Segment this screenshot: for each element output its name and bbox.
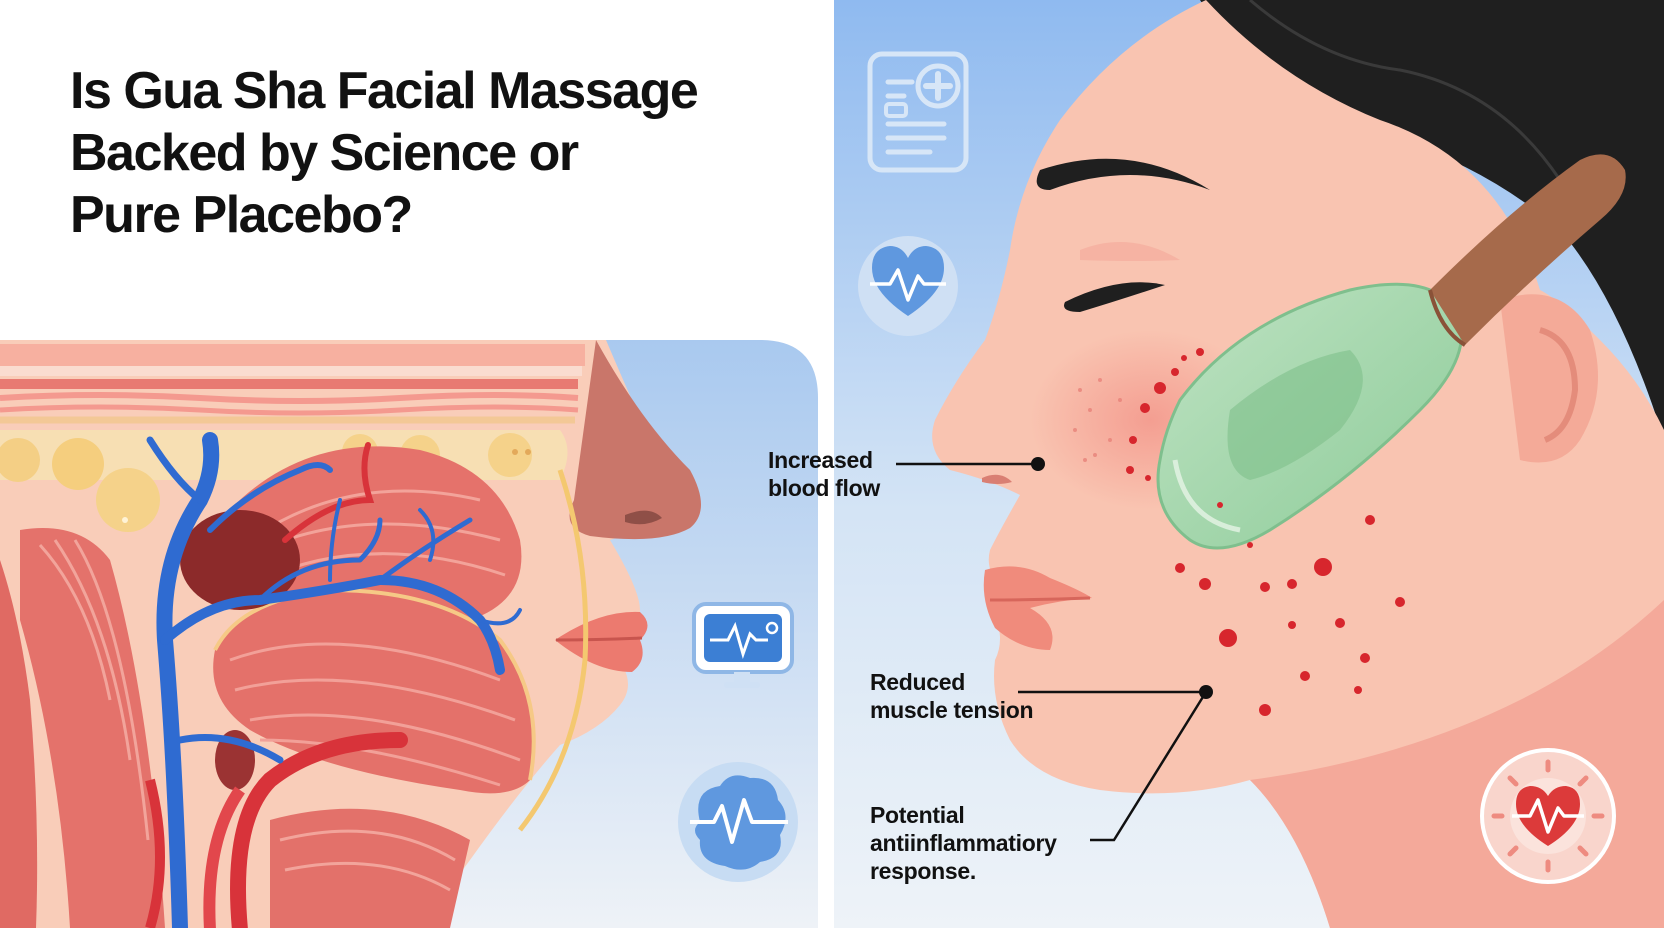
callout-leaders — [896, 462, 1208, 842]
heart-badge-icon — [1480, 748, 1616, 884]
label-line: Potential — [870, 802, 965, 828]
label-line: antiinflammatiory — [870, 830, 1057, 856]
label-antiinflammatory-response: Potential antiinflammatiory response. — [870, 801, 1057, 885]
closed-eye — [1064, 282, 1165, 312]
lips — [555, 611, 648, 672]
gua-sha-tool — [1156, 154, 1626, 550]
nostril — [625, 510, 662, 525]
label-line: response. — [870, 858, 976, 884]
brain-pulse-icon — [678, 762, 798, 882]
blood-flow-marker — [1031, 457, 1045, 471]
neck-muscle — [20, 528, 165, 928]
tool-handle — [1430, 154, 1626, 345]
page-title: Is Gua Sha Facial Massage Backed by Scie… — [70, 60, 790, 246]
title-line-2: Backed by Science or — [70, 124, 579, 182]
label-reduced-muscle-tension: Reduced muscle tension — [870, 668, 1034, 724]
parotid-gland — [180, 510, 300, 610]
label-increased-blood-flow: Increased blood flow — [768, 446, 880, 502]
muscle-tension-marker — [1199, 685, 1213, 699]
lips — [983, 566, 1092, 650]
title-line-3: Pure Placebo? — [70, 186, 413, 244]
hair — [1200, 0, 1664, 440]
face-panel — [834, 0, 1664, 928]
ear — [1500, 294, 1598, 463]
artery — [230, 732, 408, 928]
veins — [146, 432, 522, 928]
anatomy-panel — [0, 340, 818, 928]
nose — [569, 340, 701, 540]
label-line: muscle tension — [870, 697, 1034, 723]
monitor-ecg-icon — [692, 602, 794, 688]
title-line-1: Is Gua Sha Facial Massage — [70, 62, 699, 120]
label-line: Reduced — [870, 669, 966, 695]
heart-pulse-icon — [858, 236, 958, 336]
medical-report-icon — [867, 51, 969, 173]
label-line: blood flow — [768, 475, 880, 501]
label-line: Increased — [768, 447, 873, 473]
masseter-muscle — [220, 446, 522, 625]
eyebrow — [1036, 158, 1210, 190]
petechiae-dots — [1126, 348, 1405, 716]
